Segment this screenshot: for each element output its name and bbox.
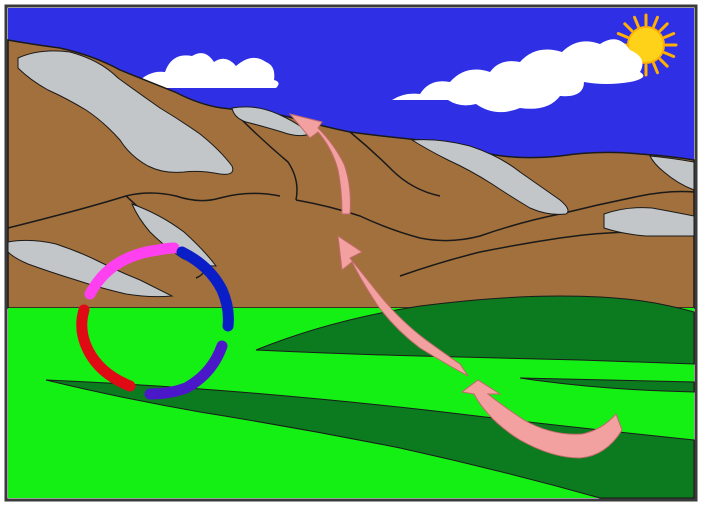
landscape-illustration bbox=[0, 0, 701, 506]
